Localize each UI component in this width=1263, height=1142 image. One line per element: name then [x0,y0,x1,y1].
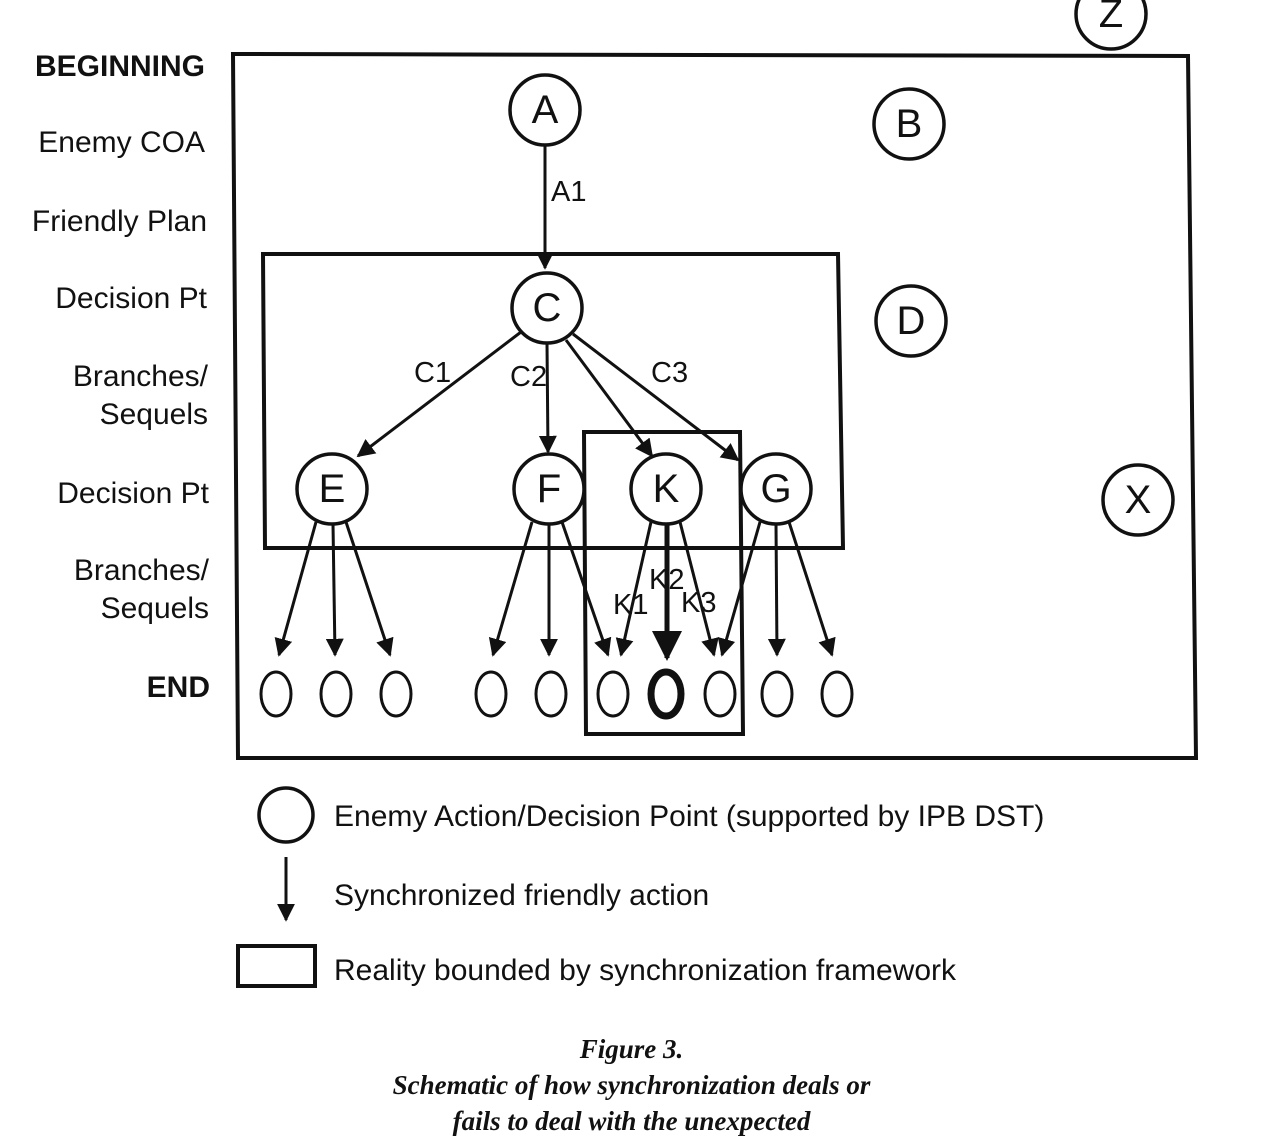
node-d [874,284,948,358]
node-letters: A B C D E F K G X Z [319,0,1152,522]
node-x-label: X [1125,478,1152,522]
node-z [1074,0,1148,51]
row-label-sequels-2: Sequels [101,592,209,625]
legend: Enemy Action/Decision Point (supported b… [236,786,1044,988]
end-oval-k2 [647,668,685,720]
edge-g-branch-3 [787,521,836,657]
row-label-enemy-coa: Enemy COA [38,126,205,159]
legend-arrow-text: Synchronized friendly action [334,879,709,912]
row-label-branches-1: Branches/ [73,360,209,393]
edge-f-branch-3 [560,521,612,657]
edge-c-to-e [356,330,522,458]
figure-title: Figure 3. [579,1034,684,1064]
node-k-label: K [653,467,680,511]
node-f-label: F [537,467,561,511]
edge-label-k3: K3 [681,587,716,619]
end-oval-g1 [760,670,794,718]
edge-label-a1: A1 [551,176,586,208]
legend-circle-text: Enemy Action/Decision Point (supported b… [334,800,1044,833]
node-z-label: Z [1099,0,1123,36]
row-label-branches-2: Branches/ [74,554,210,587]
row-label-decision-pt-1: Decision Pt [55,282,207,315]
node-e [295,452,369,526]
node-c [510,271,584,345]
edge-e-branch-3 [344,521,394,657]
node-d-label: D [897,299,926,343]
end-oval-e1 [259,670,293,718]
end-oval-f2 [534,670,568,718]
edge-label-k2: K2 [649,564,684,596]
end-state-ovals [259,668,854,720]
legend-circle-icon [257,786,315,844]
legend-box-icon [236,944,317,988]
edge-g-branch-2 [767,523,786,657]
end-oval-e3 [379,670,413,718]
end-oval-f1 [474,670,508,718]
node-e-label: E [319,467,346,511]
edge-c-to-g [572,332,740,462]
node-b-label: B [896,102,923,146]
edge-e-branch-2 [325,523,344,657]
node-f [512,452,586,526]
legend-box-text: Reality bounded by synchronization frame… [334,954,957,987]
node-x [1101,463,1175,537]
framework-boxes [230,51,1199,760]
node-k [629,452,703,526]
edge-label-k1: K1 [613,589,648,621]
row-labels: BEGINNING Enemy COA Friendly Plan Decisi… [32,50,210,704]
edge-k3 [678,521,719,657]
end-oval-k1 [596,670,630,718]
inner-framework-box [260,252,846,550]
edge-label-c3: C3 [651,357,688,389]
edge-label-c1: C1 [414,357,451,389]
row-label-friendly-plan: Friendly Plan [32,205,207,238]
edge-c-to-k [564,339,654,458]
end-oval-e2 [319,670,353,718]
edge-e-branch-1 [274,521,318,657]
outer-reality-box [230,51,1199,760]
node-c-label: C [533,286,562,330]
node-b [872,87,946,161]
row-label-end: END [147,671,210,704]
node-g-label: G [760,467,791,511]
edges [274,145,836,661]
end-oval-k3 [703,670,737,718]
figure-caption-line-1: Schematic of how synchronization deals o… [392,1070,871,1100]
edge-label-c2: C2 [510,361,547,393]
row-label-sequels-1: Sequels [100,398,208,431]
edge-k1 [615,521,653,657]
node-a-label: A [532,88,559,132]
figure-caption-line-2: fails to deal with the unexpected [452,1106,811,1136]
end-oval-g2 [820,670,854,718]
edge-f-branch-1 [488,521,534,657]
edge-g-branch-1 [717,521,762,657]
node-g [739,452,813,526]
node-a [508,73,582,147]
row-label-decision-pt-2: Decision Pt [57,477,209,510]
nodes [295,0,1175,537]
edge-c-to-f [538,342,557,454]
row-label-beginning: BEGINNING [35,50,205,83]
k-branch-box [581,430,746,736]
edge-labels: A1 C1 C2 C3 K1 K2 K3 [414,176,716,621]
